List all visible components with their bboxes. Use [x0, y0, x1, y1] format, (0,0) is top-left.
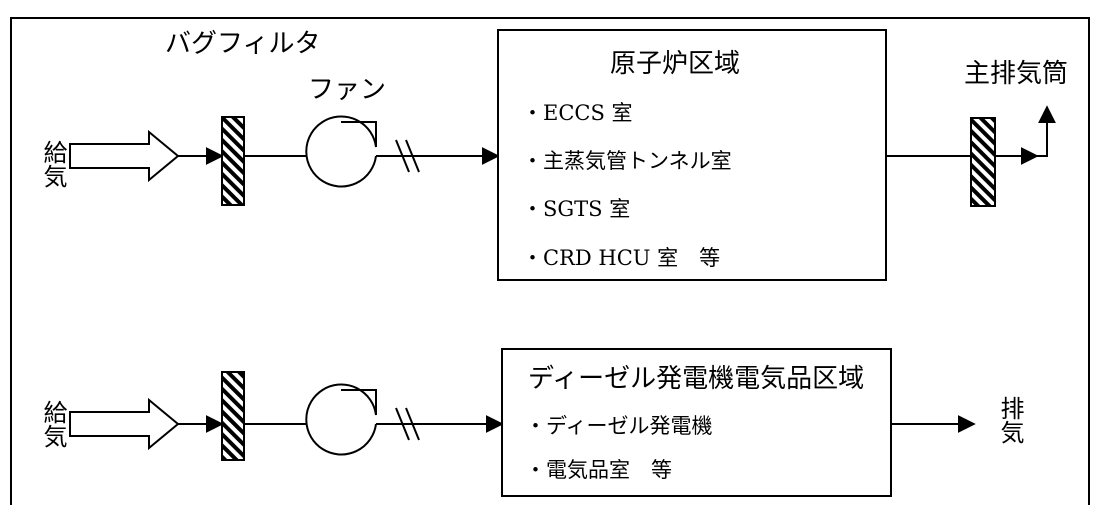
damper-mark-2a	[395, 407, 410, 441]
reactor-area-item: ・ECCS 室	[522, 101, 633, 125]
fan-1	[305, 115, 377, 188]
diesel-area-item: ・ディーゼル発電機	[525, 414, 713, 438]
reactor-area-item: ・主蒸気管トンネル室	[522, 149, 732, 173]
damper-mark-1a	[395, 139, 410, 173]
bag-filter-2	[221, 371, 245, 461]
exhaust-label: 排気	[996, 396, 1024, 444]
supply-air-label-1: 給気	[39, 140, 67, 188]
reactor-area-item: ・CRD HCU 室 等	[522, 246, 720, 270]
diesel-area-box	[501, 348, 892, 497]
damper-mark-1b	[405, 139, 420, 173]
diesel-area-item: ・電気品室 等	[525, 458, 672, 482]
supply-air-label-2: 給気	[39, 400, 67, 448]
supply-arrow-1	[69, 129, 180, 183]
main-stack-label: 主排気筒	[964, 59, 1068, 89]
reactor-area-item: ・SGTS 室	[522, 197, 630, 221]
damper-mark-2b	[405, 407, 420, 441]
bag-filter-1	[221, 116, 245, 206]
diesel-area-title: ディーゼル発電機電気品区域	[528, 364, 864, 394]
supply-arrow-2	[69, 397, 180, 451]
fan-label: ファン	[308, 75, 386, 105]
bag-filter-3	[970, 117, 996, 207]
fan-2	[305, 383, 377, 456]
bag-filter-label: バグフィルタ	[165, 29, 320, 59]
reactor-area-box	[497, 29, 887, 281]
reactor-area-title: 原子炉区域	[610, 49, 740, 79]
main-stack-riser	[1032, 105, 1056, 157]
outer-frame	[10, 17, 1090, 505]
